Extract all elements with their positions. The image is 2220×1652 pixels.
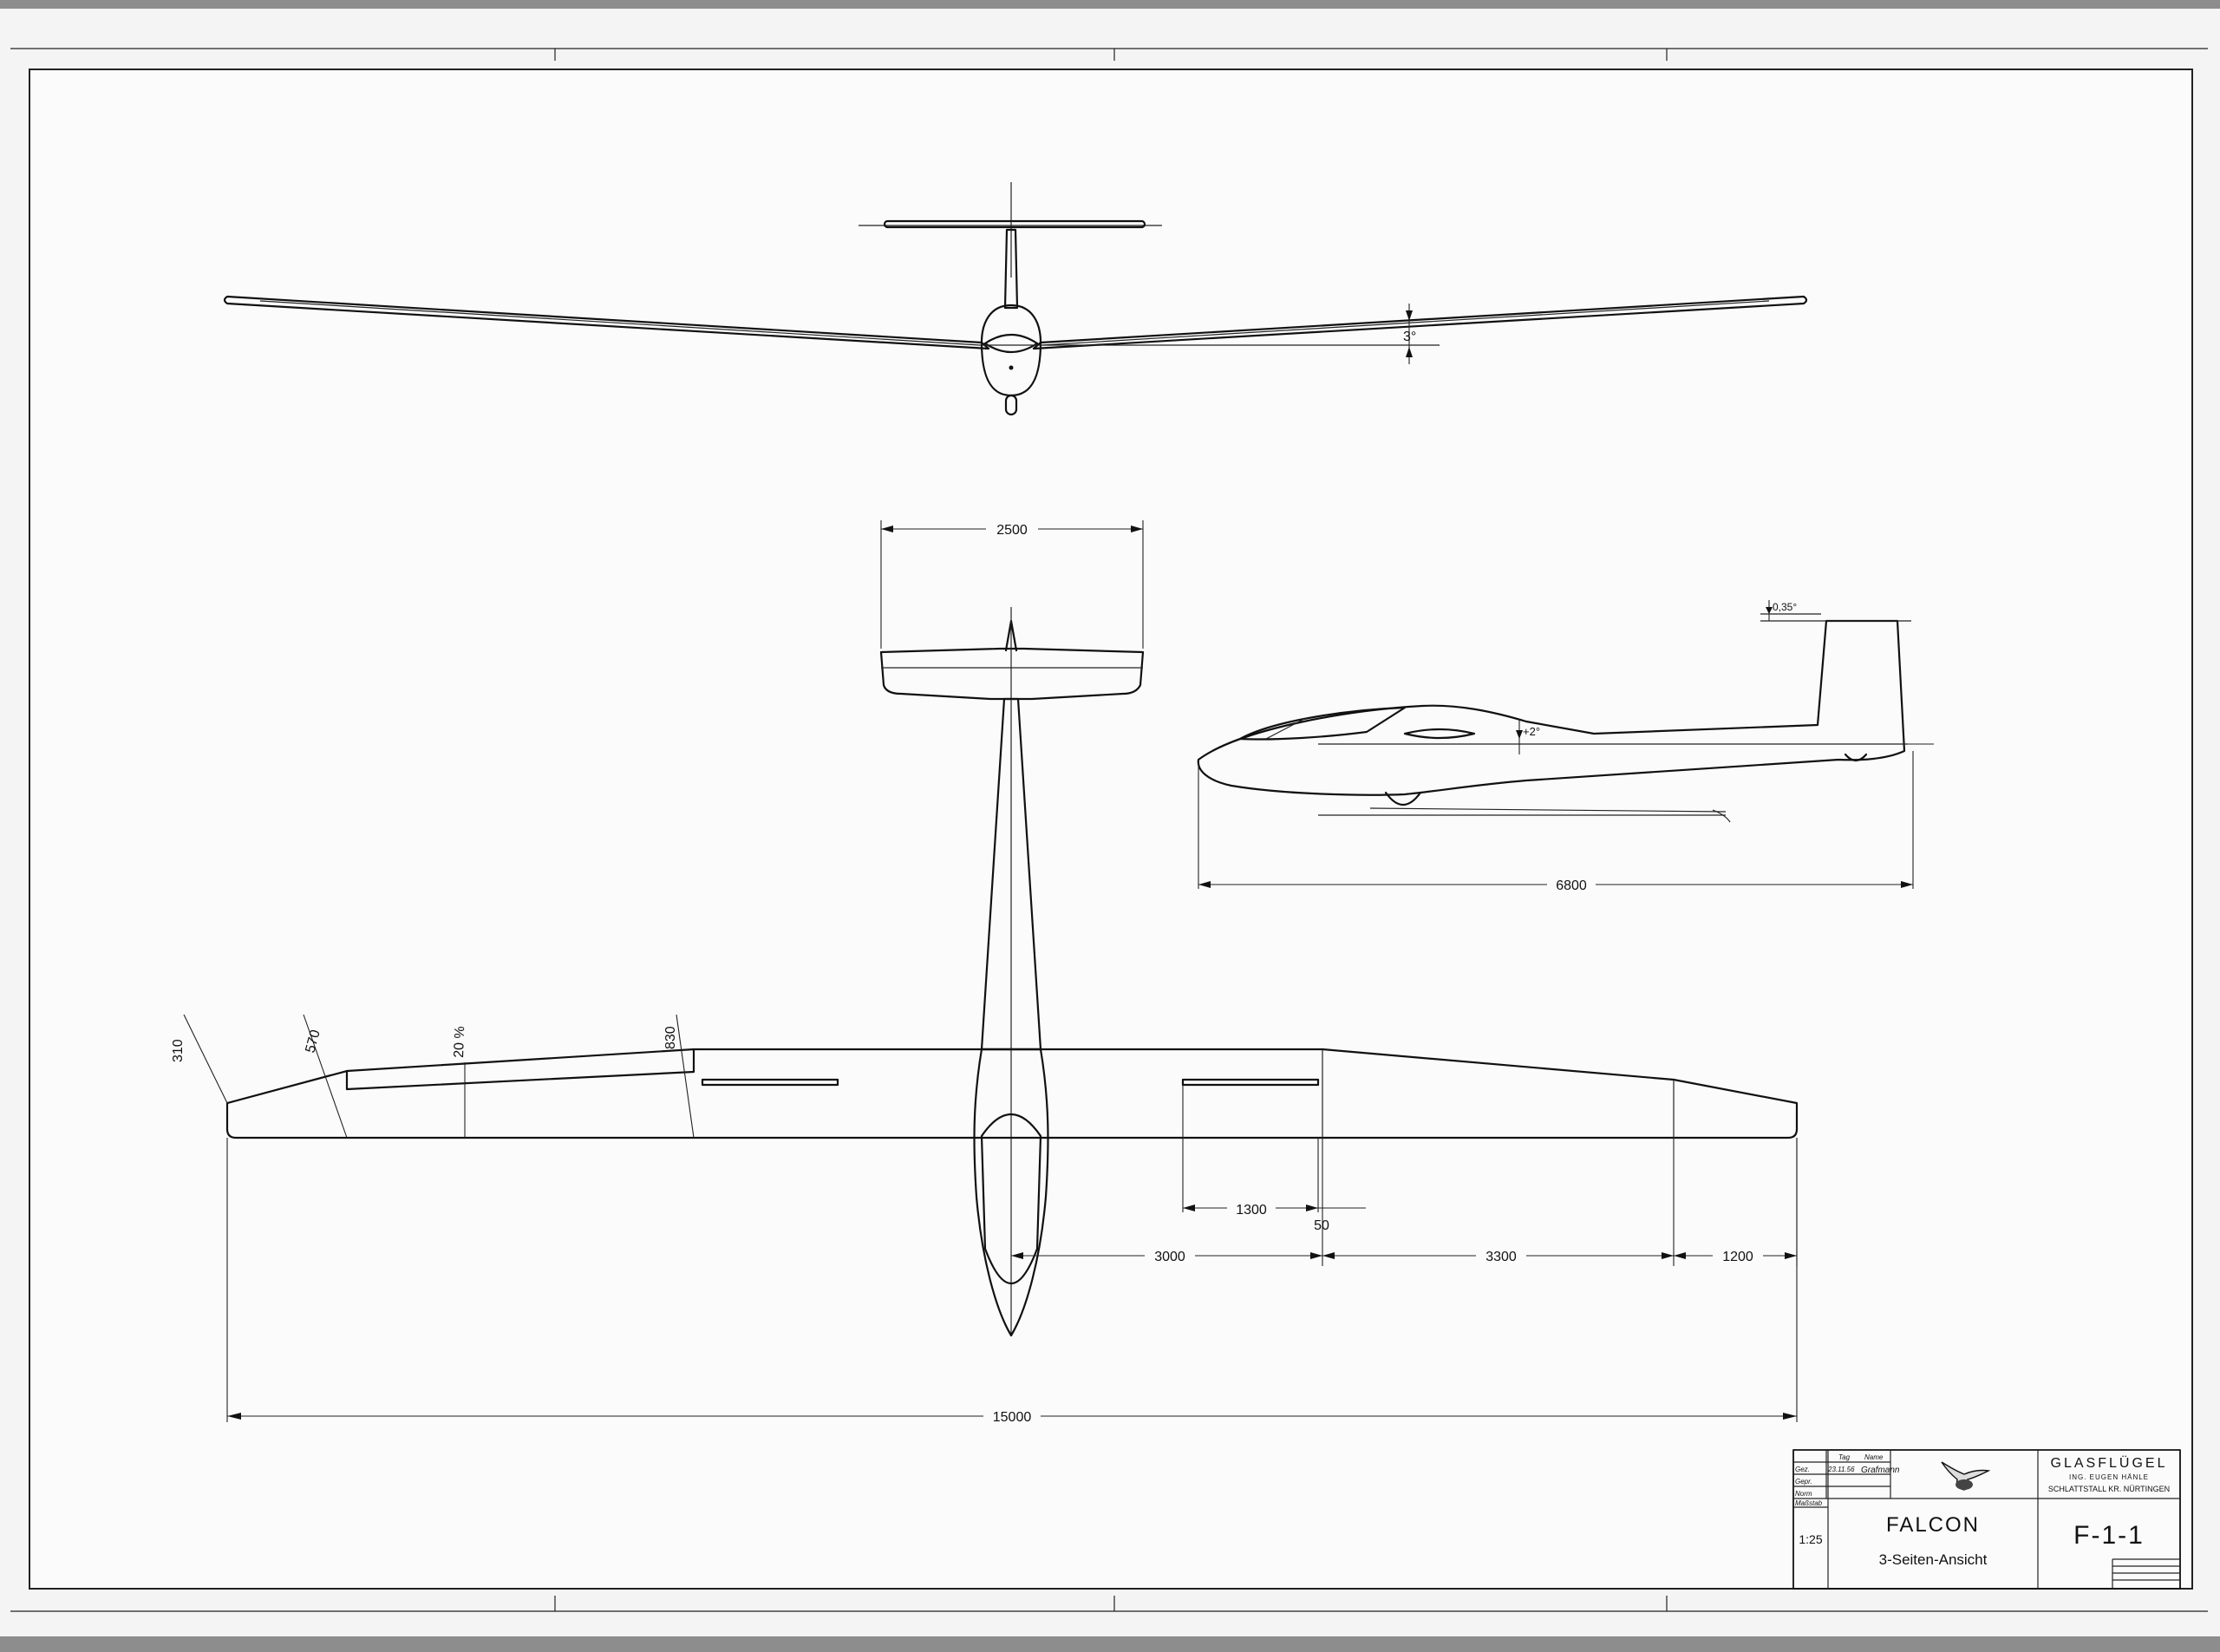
tip-chord-label: 310 <box>171 1039 186 1062</box>
signature-field: Grafmann <box>1861 1466 1900 1475</box>
mid-chord-label: 570 <box>303 1028 323 1055</box>
gap-label: 50 <box>1314 1218 1329 1233</box>
span-label: 15000 <box>993 1410 1032 1425</box>
company-name: GLASFLÜGEL <box>2051 1455 2168 1471</box>
drawing-number: F-1-1 <box>2073 1521 2145 1550</box>
root-to-brake-label: 3000 <box>1154 1250 1185 1264</box>
company-line2: ING. EUGEN HÄNLE <box>2069 1473 2149 1481</box>
col-name: Name <box>1864 1453 1884 1461</box>
tail-span-label: 2500 <box>996 523 1028 538</box>
aileron-root-label: 1300 <box>1236 1203 1267 1218</box>
row-gez: Gez. <box>1795 1466 1810 1473</box>
brake-to-panel-label: 3300 <box>1485 1250 1517 1264</box>
top-view: 2500 310 570 830 20 % 1300 <box>171 520 1797 1425</box>
front-view: 3° <box>225 182 1806 415</box>
tip-panel-label: 1200 <box>1722 1250 1753 1264</box>
scan-edge-top <box>0 0 2220 9</box>
sheet-frame <box>29 69 2192 1589</box>
wing-incidence-label: +2° <box>1523 725 1540 738</box>
length-label: 6800 <box>1556 878 1587 893</box>
title-block: Tag Name Gez. Gepr. Norm 23.11.56 Grafma… <box>1793 1450 2180 1589</box>
scale-caption: Maßstab <box>1795 1499 1823 1507</box>
col-tag: Tag <box>1838 1453 1851 1461</box>
company-line3: SCHLATTSTALL KR. NÜRTINGEN <box>2048 1485 2170 1493</box>
drawing-subtitle: 3-Seiten-Ansicht <box>1879 1551 1988 1568</box>
scale-field: 1:25 <box>1799 1532 1822 1546</box>
date-field: 23.11.56 <box>1827 1466 1855 1473</box>
root-chord-label: 830 <box>663 1026 678 1049</box>
scan-edge-bottom <box>0 1636 2220 1652</box>
flap-depth-label: 20 % <box>452 1026 467 1058</box>
row-gepr: Gepr. <box>1795 1478 1812 1485</box>
dihedral-label: 3° <box>1403 330 1416 344</box>
row-norm: Norm <box>1795 1490 1812 1498</box>
stabilizer-incidence-label: -0,35° <box>1769 601 1797 613</box>
side-view: -0,35° +2° 6800 <box>1198 600 1934 893</box>
drawing-title: FALCON <box>1886 1513 1980 1537</box>
bird-emblem-icon <box>1942 1462 1988 1490</box>
